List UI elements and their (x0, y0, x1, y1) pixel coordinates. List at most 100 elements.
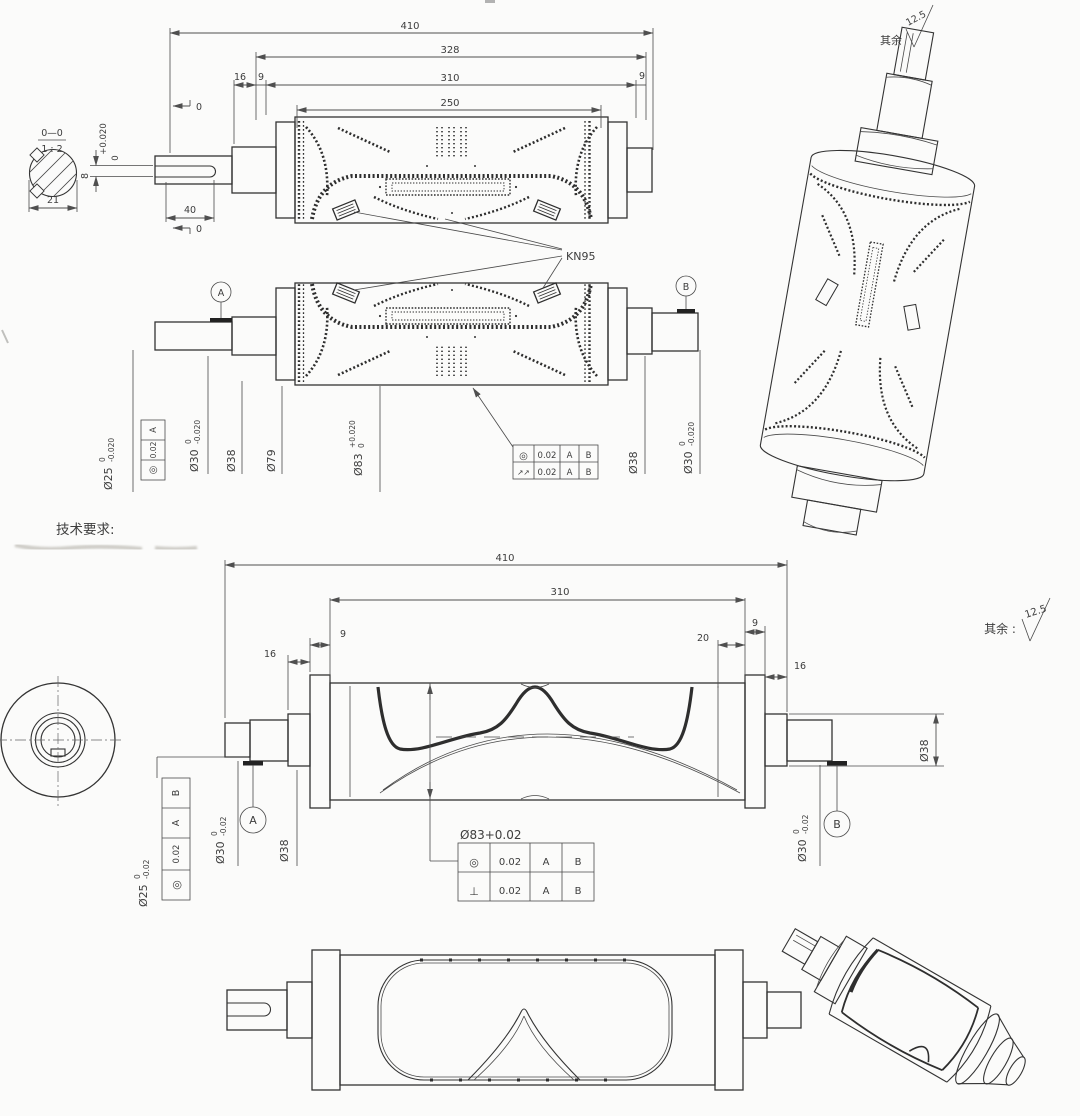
d1-datum-b: B (675, 275, 697, 313)
svg-text:B: B (575, 857, 582, 868)
svg-text:Ø38: Ø38 (918, 739, 931, 762)
svg-text:Ø30: Ø30 (796, 839, 809, 862)
dim-410: 410 (495, 553, 514, 564)
svg-text:0.02: 0.02 (149, 441, 158, 458)
dia-o38: Ø38 (225, 449, 238, 472)
svg-text:B: B (171, 790, 182, 797)
svg-text:0: 0 (792, 829, 801, 834)
dia-o83: Ø83 +0.020 0 (348, 420, 366, 476)
iso-pattern (764, 172, 971, 459)
dim-410: 410 (400, 21, 419, 32)
svg-text:↗↗: ↗↗ (517, 468, 530, 477)
svg-text:Ø83: Ø83 (352, 453, 365, 476)
dim-9r: 9 (752, 618, 758, 629)
tech-req-title: 技术要求: (56, 522, 115, 538)
d2-front-view (224, 674, 833, 809)
svg-text:Ø30: Ø30 (188, 449, 201, 472)
svg-text:0.02: 0.02 (172, 845, 182, 864)
d1-fcf-main: ◎ 0.02 A B ↗↗ 0.02 A B (472, 387, 599, 480)
svg-text:-0.020: -0.020 (193, 420, 202, 444)
svg-text:⊥: ⊥ (469, 885, 479, 898)
dia-o25: Ø25 0 -0.020 (98, 438, 116, 490)
svg-text:B: B (575, 886, 582, 897)
svg-text:A: A (567, 451, 573, 461)
section-width: 21 (47, 195, 59, 206)
svg-text:A: A (171, 819, 182, 826)
svg-text:0.02: 0.02 (538, 468, 557, 478)
svg-text:-0.020: -0.020 (107, 438, 116, 462)
d1-top-dimensions: 410 328 310 16 9 9 250 (169, 21, 654, 153)
d1-section-detail: 0—0 1 : 2 21 (28, 128, 78, 212)
d1-part-callout: KN95 (353, 211, 595, 291)
svg-text:-0.02: -0.02 (219, 816, 228, 836)
d2-fcf-side: B A 0.02 ◎ (161, 777, 191, 901)
svg-text:Ø38: Ø38 (627, 451, 640, 474)
keyway-slot (155, 165, 216, 178)
d2-diameter-labels: Ø25 0 -0.02 Ø30 0 -0.02 Ø38 Ø30 0 -0.02 (133, 756, 821, 907)
svg-text:0.02: 0.02 (499, 857, 521, 868)
svg-text:◎: ◎ (519, 451, 528, 462)
dim-20: 20 (697, 633, 709, 644)
svg-text:Ø25: Ø25 (137, 884, 150, 907)
iso2-goggle-pattern (840, 948, 980, 1072)
d1-datum-a: A (210, 281, 232, 322)
svg-text:Ø79: Ø79 (265, 449, 278, 472)
dim-key-length: 40 (184, 205, 196, 216)
svg-text:+0.020: +0.020 (348, 420, 357, 448)
svg-text:0.02: 0.02 (538, 451, 557, 461)
svg-text:0: 0 (133, 874, 142, 879)
section-cut-bottom-label: 0 (196, 224, 202, 235)
dim-9l: 9 (340, 629, 346, 640)
svg-text:-0.02: -0.02 (801, 814, 810, 834)
datum-b-label: B (683, 282, 690, 293)
dim-328: 328 (440, 45, 459, 56)
d1-roughness-note: 其余 12.5 (880, 4, 934, 48)
dim-310: 310 (550, 587, 569, 598)
svg-text:A: A (543, 857, 550, 868)
section-name: 0—0 (41, 128, 63, 139)
d3-goggle-outline (377, 958, 673, 1082)
svg-text:Ø30: Ø30 (682, 451, 695, 474)
dia-right-o38: Ø38 (627, 451, 640, 474)
d2-datum-b: B (823, 761, 851, 838)
svg-text:◎: ◎ (148, 466, 159, 475)
d2-dimensions: 410 310 9 16 20 9 16 Ø38 (224, 553, 944, 861)
d1-section-cut-marks: 0 0 (172, 100, 202, 235)
svg-text:-0.02: -0.02 (142, 859, 151, 879)
svg-text:◎: ◎ (469, 856, 479, 869)
dia-o79: Ø79 (265, 449, 278, 472)
datum-b-label: B (833, 818, 841, 831)
roughness-value: 12.5 (904, 9, 928, 29)
d2-fcf-main: Ø83+0.02 ◎ 0.02 A B ⊥ 0.02 A B (430, 828, 595, 902)
svg-text:B: B (586, 468, 592, 478)
d2-roughness-note: 其余 : 12.5 (984, 597, 1051, 642)
part-label: KN95 (566, 250, 595, 263)
svg-text:0: 0 (184, 439, 193, 444)
dia-o30: Ø30 0 -0.020 (184, 420, 202, 472)
svg-text:B: B (586, 451, 592, 461)
d1-isometric-view (759, 26, 976, 536)
svg-text:0: 0 (98, 457, 107, 462)
dim-16: 16 (234, 72, 246, 83)
dim-310: 310 (440, 73, 459, 84)
dia-right-o30: Ø30 0 -0.02 (792, 814, 810, 862)
dim-key-tol-upper: +0.020 (99, 123, 109, 154)
d1-front-view (154, 280, 699, 386)
svg-text:-0.020: -0.020 (687, 422, 696, 446)
d1-tech-requirements: 技术要求: (1, 0, 495, 551)
roughness-value: 12.5 (1024, 604, 1049, 621)
dim-9l: 9 (258, 72, 264, 83)
svg-text:0: 0 (678, 441, 687, 446)
datum-a-label: A (249, 814, 257, 827)
dim-16r: 16 (794, 661, 806, 672)
section-scale: 1 : 2 (41, 144, 62, 155)
d2-mask-pattern (376, 683, 741, 800)
svg-text:Ø30: Ø30 (214, 841, 227, 864)
svg-text:0.02: 0.02 (499, 886, 521, 897)
dim-9r: 9 (639, 71, 645, 82)
d2-end-view (0, 676, 124, 806)
d3-isometric-view (781, 927, 1026, 1086)
roughness-label: 其余 : (984, 621, 1016, 636)
svg-text:Ø38: Ø38 (225, 449, 238, 472)
